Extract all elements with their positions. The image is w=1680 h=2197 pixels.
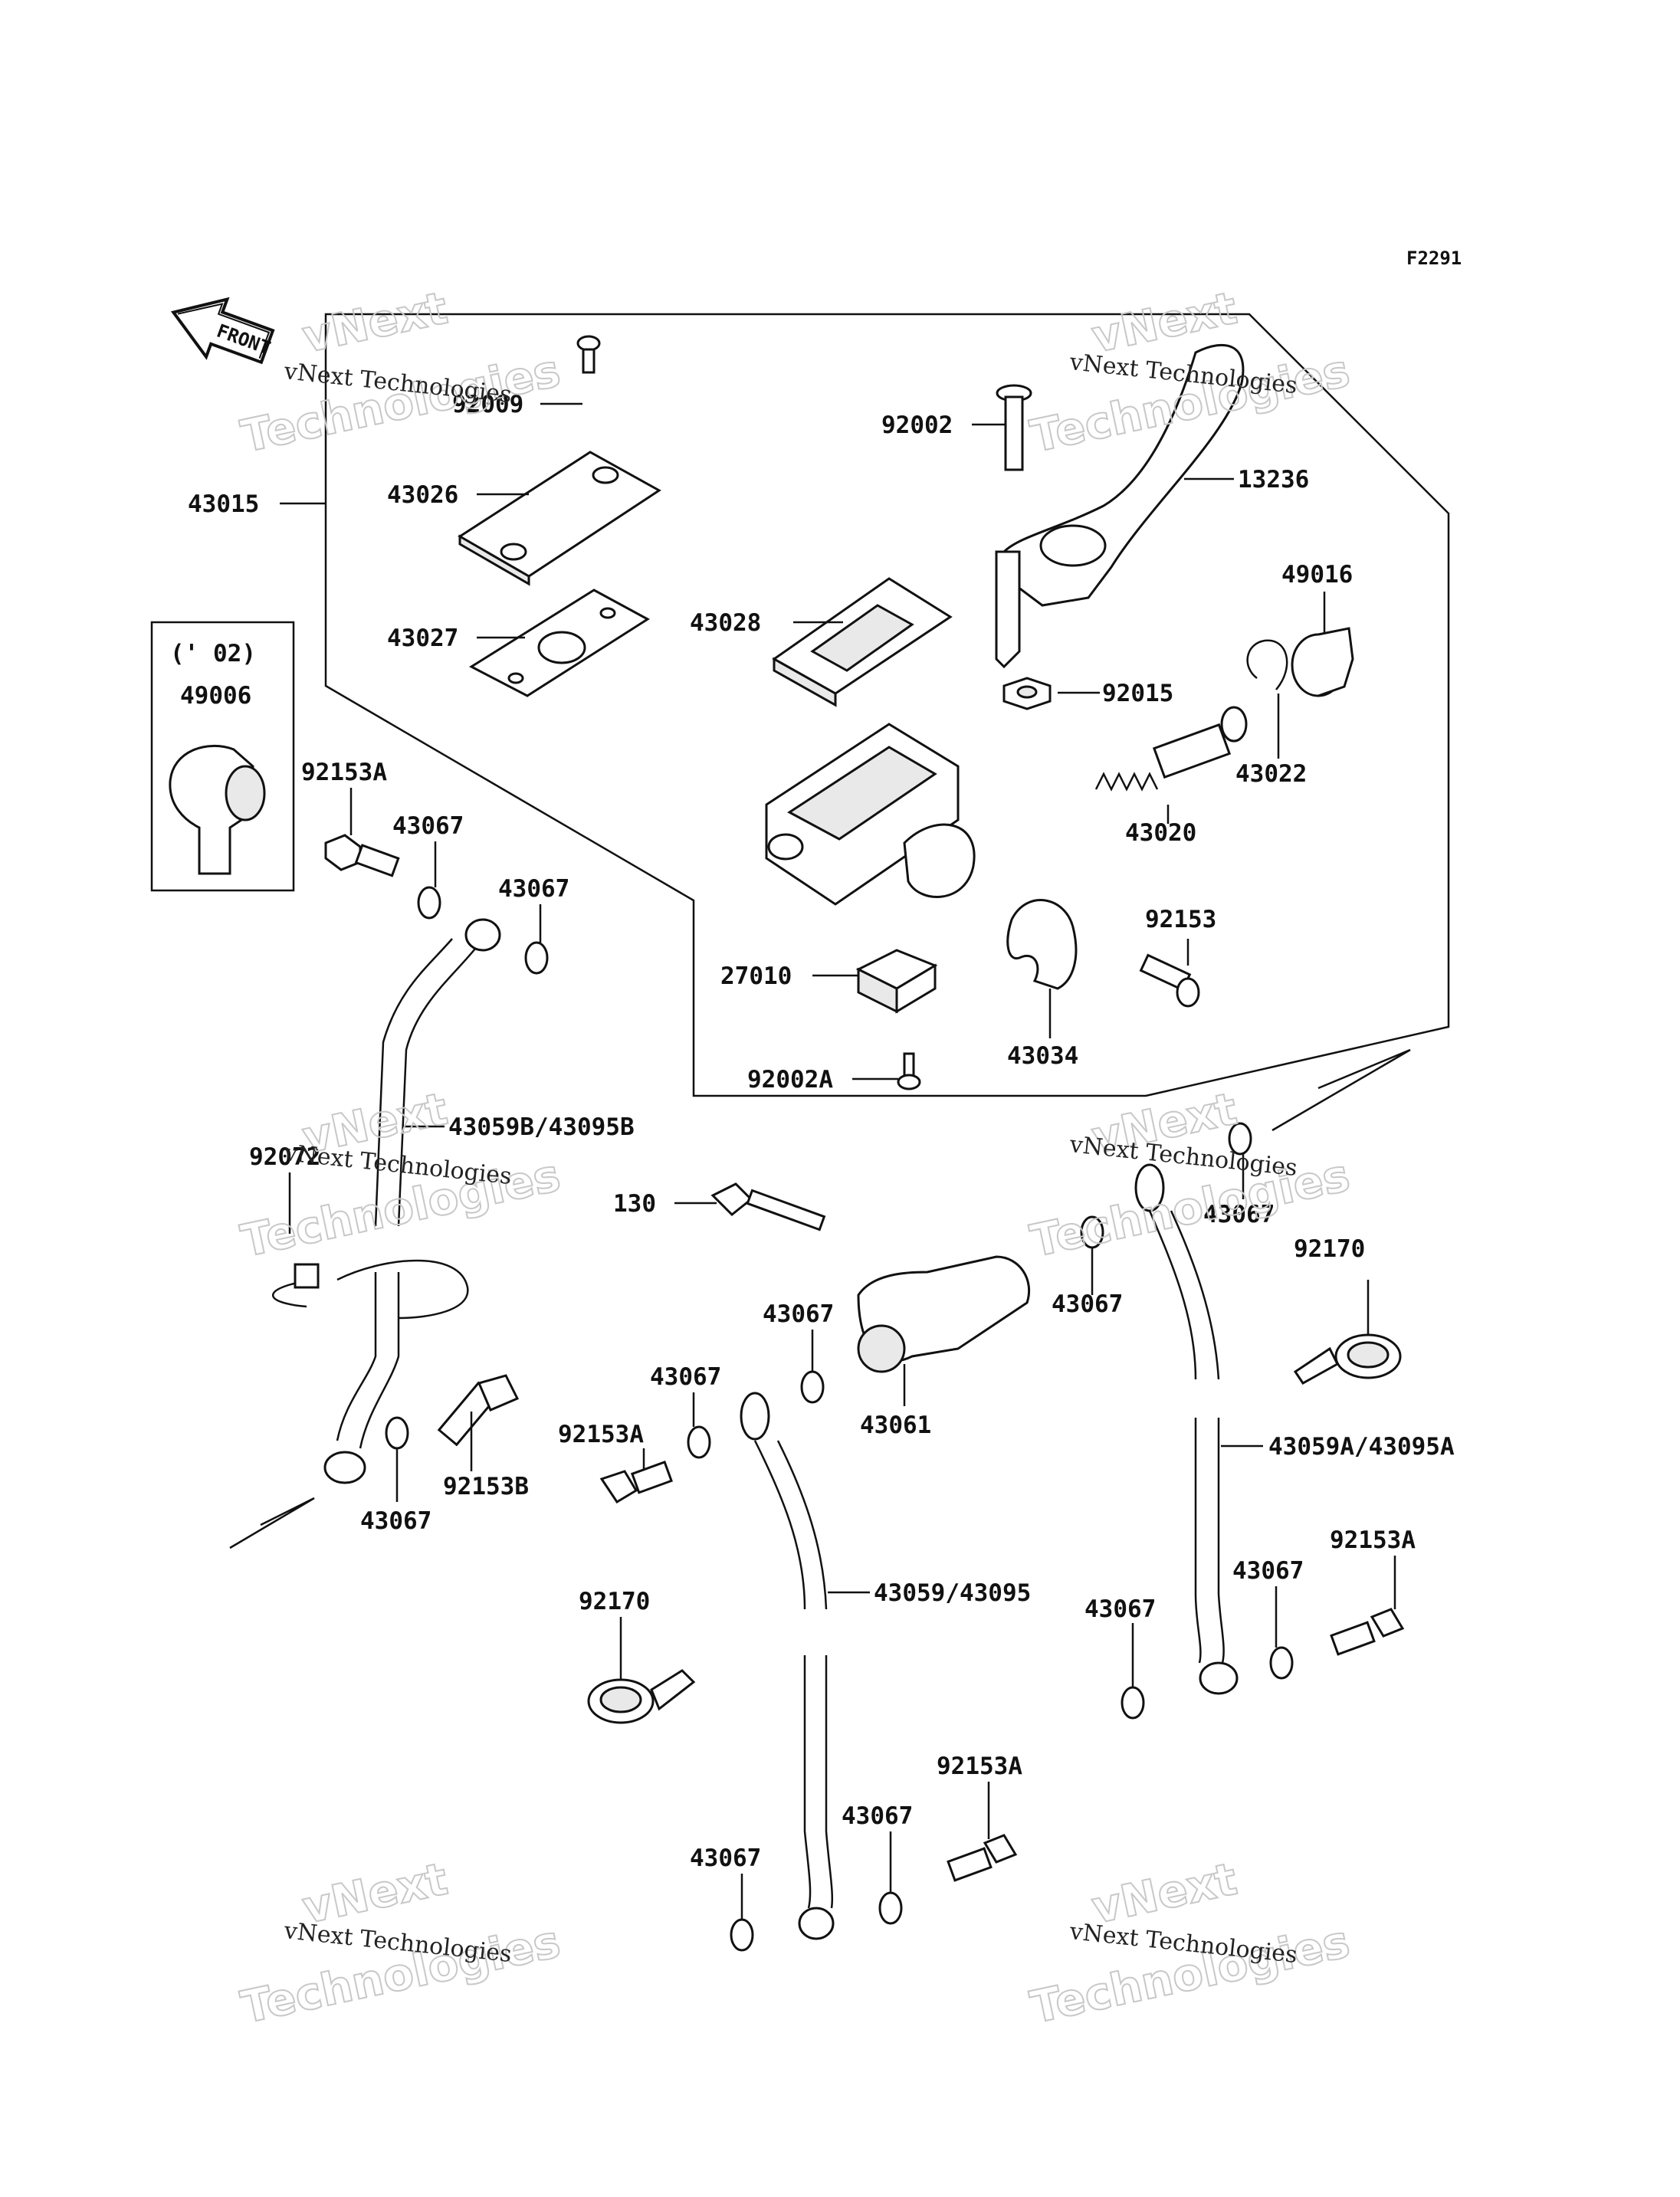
part-92009-screw (576, 335, 601, 374)
label-13236: 13236 (1238, 466, 1309, 494)
label-43067-d: 43067 (763, 1300, 834, 1328)
label-92072: 92072 (249, 1143, 320, 1171)
direction-line-right (1271, 1048, 1411, 1132)
washer-43067-d (800, 1370, 825, 1404)
part-13236-lever (995, 343, 1245, 669)
part-92153A-bolt-right (1330, 1608, 1405, 1656)
washer-group (385, 886, 1294, 1952)
label-92153A-c: 92153A (937, 1753, 1022, 1780)
master-cylinder-body (765, 723, 976, 906)
part-92002-bolt (996, 384, 1032, 471)
label-43067-j: 43067 (1084, 1595, 1156, 1623)
label-92153B: 92153B (443, 1473, 529, 1500)
part-92153B-bolt (437, 1374, 520, 1447)
label-92002A: 92002A (747, 1066, 833, 1094)
part-130-bolt (710, 1182, 826, 1231)
part-92072-clamp (271, 1259, 469, 1320)
part-92153A-bolt-bottom (947, 1834, 1018, 1882)
label-43067-b: 43067 (498, 875, 569, 903)
label-43067-k: 43067 (1203, 1201, 1275, 1228)
inset-box (150, 621, 295, 892)
part-27010-switch (855, 949, 938, 1014)
part-92170-clamp-middle (587, 1669, 696, 1724)
label-43067-e: 43067 (650, 1363, 721, 1391)
figure-code: F2291 (1406, 248, 1462, 269)
front-arrow-icon: FRONT (170, 297, 275, 365)
label-130: 130 (613, 1190, 656, 1218)
watermark-ml: vNext Technologies vNext Technologies (236, 1082, 566, 1268)
direction-line-left (229, 1497, 315, 1549)
washer-43067-k (1269, 1646, 1294, 1680)
label-43061: 43061 (860, 1412, 931, 1439)
label-43028: 43028 (690, 609, 761, 637)
label-43059A-43095A: 43059A/43095A (1268, 1433, 1455, 1461)
hose-43059A (1134, 1163, 1239, 1695)
label-43067-a: 43067 (392, 812, 464, 840)
part-43020-piston (1094, 706, 1248, 792)
label-49006: 49006 (180, 682, 251, 710)
label-inset-year: (' 02) (170, 640, 256, 667)
part-43028-diaphragm (772, 577, 953, 707)
label-43034: 43034 (1007, 1042, 1078, 1070)
washer-43067-c (385, 1416, 409, 1450)
label-92153: 92153 (1145, 906, 1216, 933)
label-92170-a: 92170 (579, 1588, 650, 1615)
leader-lines (280, 402, 1396, 1920)
watermark-bl: vNext Technologies vNext Technologies (236, 1852, 566, 2035)
part-43022-circlip (1246, 639, 1288, 690)
part-92153A-bolt-middle (599, 1460, 673, 1504)
label-43022: 43022 (1235, 760, 1307, 788)
label-43067-f: 43067 (690, 1844, 761, 1872)
part-92015-nut (1002, 677, 1052, 710)
part-43027-plate (468, 589, 650, 697)
washer-43067-e (687, 1425, 711, 1459)
label-43067-g: 43067 (842, 1802, 913, 1830)
label-43059-43095: 43059/43095 (874, 1579, 1031, 1607)
washer-43067-i (878, 1891, 903, 1925)
label-43020: 43020 (1125, 819, 1196, 847)
part-92153-bolt (1139, 953, 1200, 1008)
label-27010: 27010 (720, 962, 792, 990)
label-92153A-d: 92153A (1330, 1526, 1416, 1554)
label-43067-c: 43067 (360, 1507, 431, 1535)
label-92002: 92002 (881, 412, 953, 439)
watermark-tl: vNext Technologies vNext Technologies (236, 281, 566, 464)
washer-43067-b (524, 941, 549, 975)
label-92015: 92015 (1102, 680, 1173, 707)
label-43067-i: 43067 (1232, 1557, 1304, 1585)
part-49016-boot (1291, 627, 1354, 697)
part-92170-clamp-right (1293, 1333, 1402, 1385)
watermark-br: vNext Technologies vNext Technologies (1025, 1852, 1355, 2035)
label-49016: 49016 (1281, 561, 1353, 589)
washer-43067-a (417, 886, 441, 920)
part-92153A-bolt-left (324, 834, 400, 877)
label-92153A-b: 92153A (558, 1421, 644, 1448)
label-43059B-43095B: 43059B/43095B (448, 1113, 635, 1141)
label-43067-h: 43067 (1052, 1290, 1123, 1318)
washer-43067-j (1121, 1686, 1145, 1720)
part-labels: 43015 92009 43026 43027 43028 92002 1323… (170, 391, 1455, 1872)
label-92153A-a: 92153A (301, 759, 387, 786)
hose-43059B (323, 918, 501, 1484)
label-92170-b: 92170 (1294, 1235, 1365, 1263)
label-92009: 92009 (452, 391, 523, 418)
label-43026: 43026 (387, 481, 458, 509)
hose-43059 (740, 1392, 835, 1940)
part-43061-union (857, 1255, 1031, 1373)
svg-text:vNext: vNext (298, 282, 452, 363)
washer-43067-g (1228, 1122, 1252, 1156)
part-43034-holder (1006, 899, 1078, 990)
assembly-outline (324, 313, 1450, 1097)
part-49006-boot (169, 744, 266, 875)
washer-43067-h (730, 1918, 754, 1952)
part-43026-cover (458, 451, 661, 586)
label-43015: 43015 (188, 490, 259, 518)
label-43027: 43027 (387, 625, 458, 652)
part-92002A-screw (897, 1052, 921, 1090)
